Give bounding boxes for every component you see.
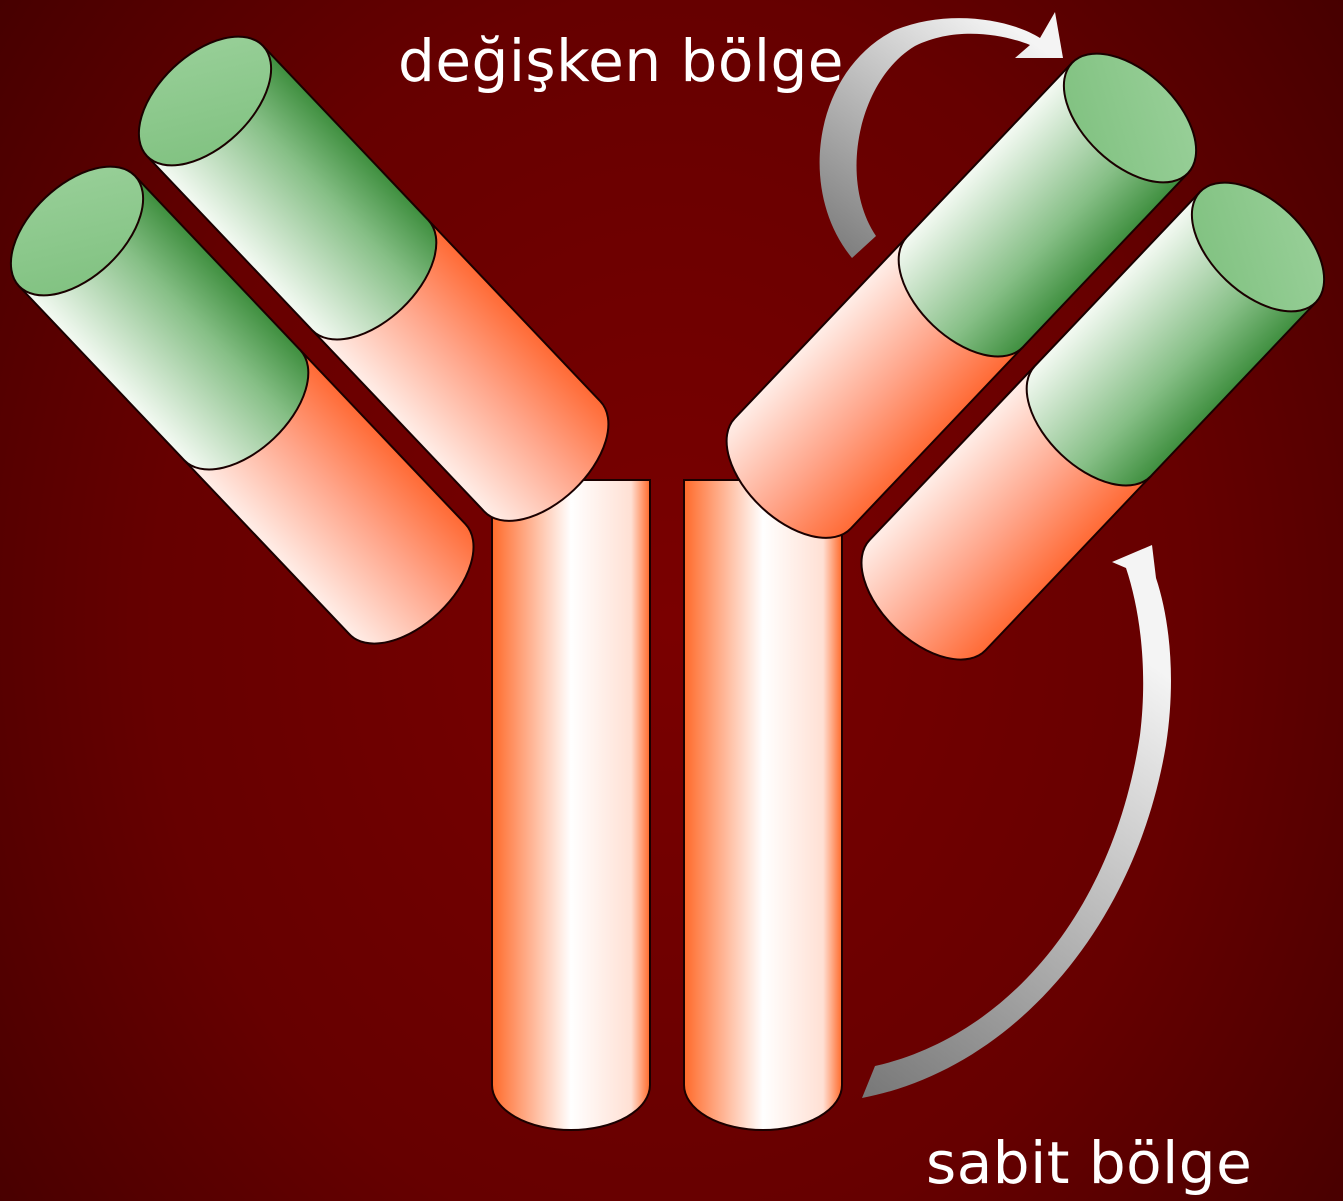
heavy-chain-stem-left	[492, 480, 650, 1130]
heavy-chain-stem-right	[684, 480, 842, 1130]
constant-region-label: sabit bölge	[926, 1134, 1252, 1192]
variable-region-label: değişken bölge	[398, 32, 844, 90]
